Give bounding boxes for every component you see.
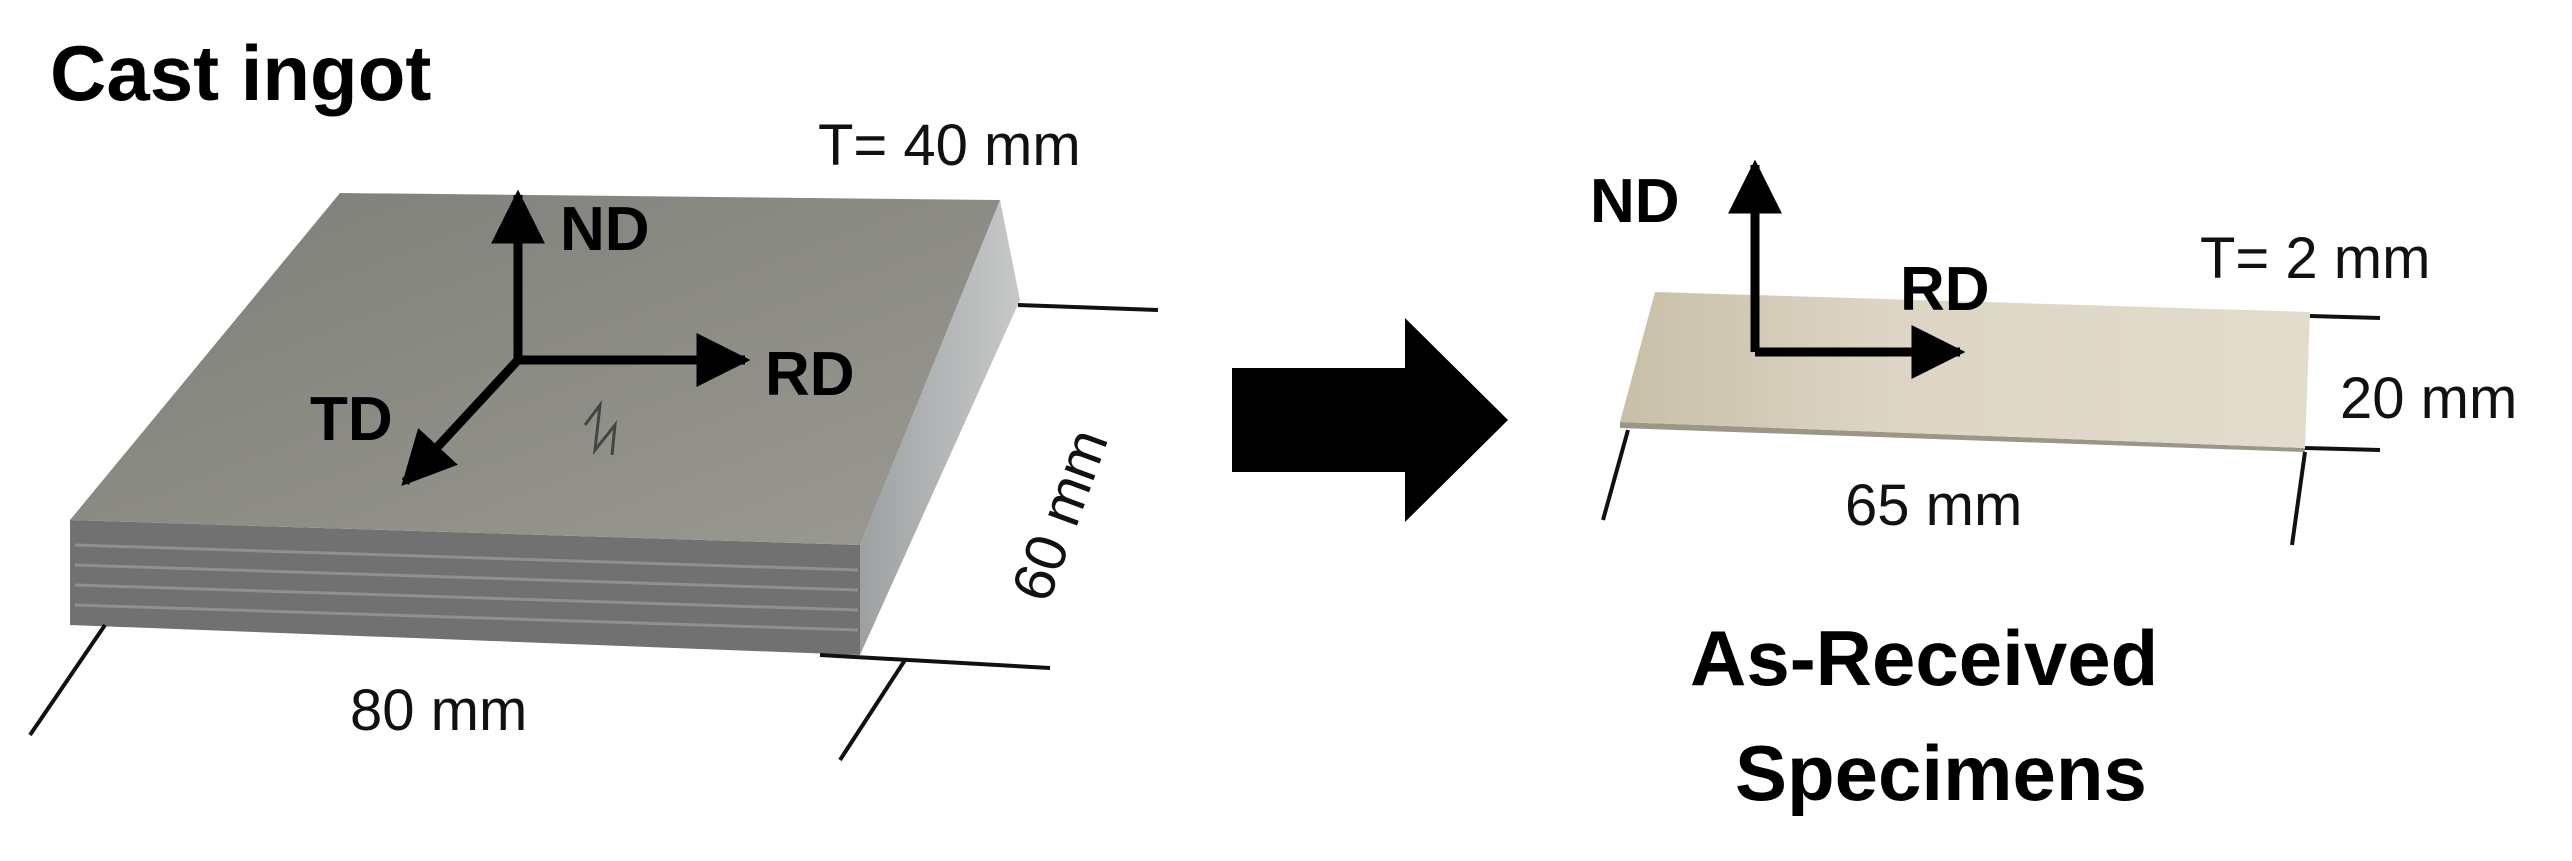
ingot-thickness-label: T= 40 mm	[818, 113, 1081, 178]
ingot-striations	[74, 543, 859, 632]
ingot-side-face	[860, 200, 1020, 655]
specimen-edge	[1620, 422, 2305, 452]
ingot-top-face	[70, 193, 1000, 545]
specimen-width-label: 20 mm	[2340, 366, 2517, 431]
ingot-scribble	[583, 399, 617, 456]
ingot-width-label: 60 mm	[999, 421, 1121, 610]
specimen-axes	[1728, 159, 1966, 379]
ingot-length-label: 80 mm	[350, 678, 527, 743]
specimen-thickness-label: T= 2 mm	[2200, 226, 2430, 291]
cast-ingot-title: Cast ingot	[50, 29, 431, 117]
specimen-title-line1: As-Received	[1690, 614, 2158, 702]
ingot-nd-label: ND	[560, 195, 650, 264]
ingot-td-label: TD	[310, 385, 393, 454]
specimen-rd-label: RD	[1900, 255, 1990, 324]
ingot-td-arrow	[401, 356, 522, 486]
cast-ingot-block	[70, 193, 1020, 655]
ingot-axes	[401, 189, 751, 486]
specimen-length-label: 65 mm	[1845, 473, 2022, 538]
specimen-nd-label: ND	[1590, 167, 1680, 236]
ingot-dimension-lines	[28, 303, 1159, 762]
ingot-rd-label: RD	[765, 340, 855, 409]
specimen-dimension-lines	[1601, 314, 2381, 546]
ingot-front-face	[70, 520, 860, 655]
specimen-title-line2: Specimens	[1735, 729, 2147, 817]
process-arrow	[1232, 318, 1508, 522]
